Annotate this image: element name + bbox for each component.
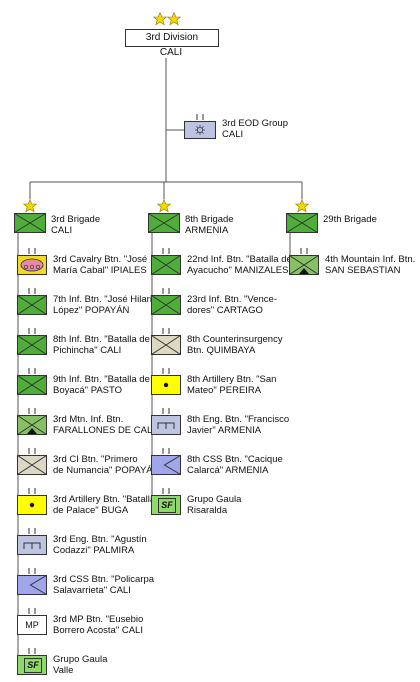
brigade-symbol bbox=[14, 213, 46, 238]
eod-label-line2: CALI bbox=[222, 129, 244, 140]
unit-label-line2: Salavarrieta" CALI bbox=[53, 585, 131, 596]
eod-symbol-icon bbox=[184, 114, 216, 139]
unit-label-line1: 3rd Eng. Btn. "Agustín bbox=[53, 534, 147, 545]
unit-label-line1: 7th Inf. Btn. "José Hilario bbox=[53, 294, 158, 305]
unit-symbol-css bbox=[151, 448, 181, 475]
unit-symbol-gaula: SF bbox=[17, 648, 47, 675]
unit-label-line2: María Cabal" IPIALES bbox=[53, 265, 147, 276]
unit-label-line1: Grupo Gaula bbox=[53, 654, 108, 665]
division-stars-icon bbox=[153, 12, 181, 26]
unit-symbol-infantry bbox=[151, 288, 181, 315]
unit-symbol-mp: MP bbox=[17, 608, 47, 635]
unit-symbol-cavalry bbox=[17, 248, 47, 275]
division-location: CALI bbox=[159, 47, 183, 58]
unit-label-line2: Borrero Acosta" CALI bbox=[53, 625, 143, 636]
brigade-label-line1: 29th Brigade bbox=[323, 214, 377, 225]
unit-symbol-artillery bbox=[151, 368, 181, 395]
unit-label-line2: López" POPAYÁN bbox=[53, 305, 130, 316]
unit-label-line1: 8th Eng. Btn. "Francisco bbox=[187, 414, 290, 425]
unit-label-line1: 8th Inf. Btn. "Batalla de bbox=[53, 334, 150, 345]
unit-label-line2: Btn. QUIMBAYA bbox=[187, 345, 256, 356]
unit-label-line2: de Palace" BUGA bbox=[53, 505, 129, 516]
unit-label-line1: 22nd Inf. Btn. "Batalla de bbox=[187, 254, 292, 265]
mp-symbol-text: MP bbox=[25, 620, 39, 630]
gaula-symbol-text: SF bbox=[158, 498, 176, 513]
unit-label-line1: 3rd MP Btn. "Eusebio bbox=[53, 614, 144, 625]
unit-label-line1: 8th Artillery Btn. "San bbox=[187, 374, 277, 385]
brigade-label-line1: 3rd Brigade bbox=[51, 214, 101, 225]
brigade-star-icon bbox=[23, 199, 37, 213]
unit-label-line2: dores" CARTAGO bbox=[187, 305, 263, 316]
brigade-symbol bbox=[148, 213, 180, 238]
unit-label-line1: Grupo Gaula bbox=[187, 494, 242, 505]
unit-label-line1: 3rd CI Btn. "Primero bbox=[53, 454, 138, 465]
unit-label-line2: FARALLONES DE CALI bbox=[53, 425, 155, 436]
unit-symbol-artillery bbox=[17, 488, 47, 515]
brigade-symbol bbox=[286, 213, 318, 238]
unit-label-line2: Pichincha" CALI bbox=[53, 345, 122, 356]
brigade-label-line2: CALI bbox=[51, 225, 73, 236]
unit-label-line1: 8th CSS Btn. "Cacique bbox=[187, 454, 283, 465]
unit-label-line2: Boyacá" PASTO bbox=[53, 385, 123, 396]
brigade-label-line2: ARMENIA bbox=[185, 225, 229, 236]
unit-label-line1: 3rd Artillery Btn. "Batalla bbox=[53, 494, 156, 505]
unit-symbol-counterinsurgency bbox=[17, 448, 47, 475]
unit-symbol-mountain bbox=[17, 408, 47, 435]
unit-label-line2: Ayacucho" MANIZALES bbox=[187, 265, 289, 276]
unit-symbol-counterinsurgency bbox=[151, 328, 181, 355]
unit-label-line2: Javier" ARMENIA bbox=[187, 425, 262, 436]
unit-symbol-infantry bbox=[17, 328, 47, 355]
brigade-label-line1: 8th Brigade bbox=[185, 214, 234, 225]
unit-label-line2: SAN SEBASTIAN bbox=[325, 265, 401, 276]
brigade-star-icon bbox=[295, 199, 309, 213]
unit-symbol-infantry bbox=[17, 368, 47, 395]
unit-label-line1: 3rd Mtn. Inf. Btn. bbox=[53, 414, 124, 425]
unit-label-line2: de Numancia" POPAYÁN bbox=[53, 465, 160, 476]
unit-label-line2: Calarcá" ARMENIA bbox=[187, 465, 269, 476]
eod-label-line1: 3rd EOD Group bbox=[222, 118, 288, 129]
unit-symbol-engineer bbox=[151, 408, 181, 435]
unit-symbol-gaula: SF bbox=[151, 488, 181, 515]
star-icon bbox=[153, 12, 168, 26]
unit-symbol-infantry bbox=[151, 248, 181, 275]
unit-symbol-engineer bbox=[17, 528, 47, 555]
gaula-symbol-text: SF bbox=[24, 658, 42, 673]
unit-label-line1: 3rd Cavalry Btn. "José bbox=[53, 254, 148, 265]
unit-label-line1: 8th Counterinsurgency bbox=[187, 334, 283, 345]
unit-label-line1: 9th Inf. Btn. "Batalla de bbox=[53, 374, 150, 385]
unit-label-line1: 3rd CSS Btn. "Policarpa bbox=[53, 574, 155, 585]
division-title: 3rd Division bbox=[125, 29, 219, 47]
unit-label-line2: Codazzi" PALMIRA bbox=[53, 545, 135, 556]
unit-label-line2: Mateo" PEREIRA bbox=[187, 385, 262, 396]
unit-symbol-mountain bbox=[289, 248, 319, 275]
unit-label-line1: 4th Mountain Inf. Btn. bbox=[325, 254, 416, 265]
star-icon bbox=[166, 12, 181, 26]
unit-label-line2: Risaralda bbox=[187, 505, 228, 516]
unit-symbol-css bbox=[17, 568, 47, 595]
unit-label-line1: 23rd Inf. Btn. "Vence- bbox=[187, 294, 277, 305]
unit-symbol-infantry bbox=[17, 288, 47, 315]
unit-label-line2: Valle bbox=[53, 665, 74, 676]
brigade-star-icon bbox=[157, 199, 171, 213]
